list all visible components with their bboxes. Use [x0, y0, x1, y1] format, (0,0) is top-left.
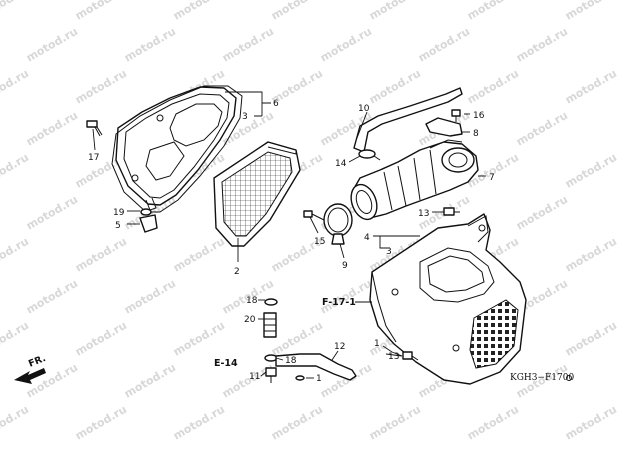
- watermark-text: motod.ru: [24, 193, 80, 233]
- watermark-text: motod.ru: [24, 25, 80, 65]
- front-arrow: [14, 368, 46, 384]
- watermark-text: motod.ru: [367, 0, 423, 23]
- watermark-text: motod.ru: [0, 403, 31, 443]
- watermark-text: motod.ru: [171, 403, 227, 443]
- callout-5: 5: [115, 221, 121, 231]
- watermark-text: motod.ru: [171, 0, 227, 23]
- cover-gasket: [111, 85, 243, 213]
- drain-plug: [139, 214, 158, 233]
- screw: [86, 120, 103, 137]
- watermark-text: motod.ru: [73, 319, 129, 359]
- watermark-text: motod.ru: [269, 319, 325, 359]
- watermark-text: motod.ru: [367, 67, 423, 107]
- watermark-text: motod.ru: [0, 319, 31, 359]
- callout-17: 17: [88, 153, 99, 163]
- watermark-text: motod.ru: [563, 403, 619, 443]
- callout-13-upper: 13: [418, 209, 429, 219]
- drain-tube: [275, 353, 357, 381]
- callout-8: 8: [473, 129, 479, 139]
- watermark-text: motod.ru: [563, 235, 619, 275]
- callout-20: 20: [244, 315, 256, 325]
- callout-14: 14: [335, 159, 347, 169]
- watermark-text: motod.ru: [465, 0, 521, 23]
- bolt: [451, 109, 461, 122]
- watermark-text: motod.ru: [122, 25, 178, 65]
- callout-labels: 6 3 17 19 5 2 10 16 8 7 14 13 15 9 4 3 1…: [88, 99, 495, 384]
- watermark-text: motod.ru: [73, 235, 129, 275]
- engine-reference: E-14: [214, 358, 238, 369]
- watermark-text: motod.ru: [563, 0, 619, 23]
- callout-16: 16: [473, 111, 485, 121]
- watermark-text: motod.ru: [171, 235, 227, 275]
- air-filter-element: [213, 141, 301, 247]
- watermark-text: motod.ru: [0, 151, 31, 191]
- watermark-text: motod.ru: [465, 67, 521, 107]
- tube-clamp: [358, 149, 381, 161]
- air-cleaner-cover: [115, 86, 237, 211]
- watermark-text: motod.ru: [563, 67, 619, 107]
- watermark-text: motod.ru: [0, 235, 31, 275]
- clamp-band: [323, 203, 353, 245]
- watermark-text: motod.ru: [0, 0, 31, 23]
- callout-3-case: 3: [386, 247, 392, 257]
- watermark-text: motod.ru: [563, 151, 619, 191]
- callout-13-lower: 13: [388, 352, 399, 362]
- callout-11: 11: [249, 372, 260, 382]
- watermark-text: motod.ru: [367, 403, 423, 443]
- callout-3-cover: 3: [242, 112, 248, 122]
- code-circle-mark: [566, 375, 572, 381]
- watermark-text: motod.ru: [514, 193, 570, 233]
- callout-18-upper: 18: [246, 296, 258, 306]
- air-cleaner-connecting-tube: [350, 139, 479, 221]
- breather-tube: [353, 87, 463, 153]
- mounting-bracket: [425, 117, 463, 137]
- callout-1-drain: 1: [316, 374, 322, 384]
- callout-18-lower: 18: [285, 356, 297, 366]
- watermark-text: motod.ru: [269, 403, 325, 443]
- direction-label: FR.: [27, 353, 47, 370]
- watermark-text: motod.ru: [122, 361, 178, 401]
- watermark-text: motod.ru: [171, 319, 227, 359]
- band-screw: [303, 210, 325, 221]
- callout-6: 6: [273, 99, 279, 109]
- watermark-text: motod.ru: [563, 319, 619, 359]
- watermark-text: motod.ru: [24, 109, 80, 149]
- watermark-text: motod.ru: [318, 25, 374, 65]
- watermark-text: motod.ru: [465, 403, 521, 443]
- watermark-text: motod.ru: [24, 277, 80, 317]
- watermark-text: motod.ru: [269, 0, 325, 23]
- watermark-text: motod.ru: [122, 277, 178, 317]
- watermark-text: motod.ru: [514, 109, 570, 149]
- callout-10: 10: [358, 104, 370, 114]
- frame-reference: F-17-1: [322, 297, 356, 308]
- callout-4: 4: [364, 233, 370, 243]
- lower-case-bolt: [402, 351, 419, 361]
- watermark-text: motod.ru: [73, 0, 129, 23]
- diagram-code: KGH3−F1700: [510, 373, 574, 383]
- leader-lines: [92, 91, 486, 379]
- callout-7: 7: [489, 173, 495, 183]
- case-bolt: [443, 207, 460, 216]
- watermark-text: motod.ru: [0, 67, 31, 107]
- callout-15: 15: [314, 237, 325, 247]
- callout-19: 19: [113, 208, 125, 218]
- callout-2: 2: [234, 267, 240, 277]
- watermark-text: motod.ru: [416, 25, 472, 65]
- callout-12: 12: [334, 342, 345, 352]
- watermark-text: motod.ru: [73, 67, 129, 107]
- air-cleaner-case: [369, 213, 527, 385]
- callout-9: 9: [342, 261, 348, 271]
- callout-1-case: 1: [374, 339, 380, 349]
- o-ring: [140, 208, 152, 216]
- watermark-text: motod.ru: [73, 403, 129, 443]
- watermark-text: motod.ru: [514, 25, 570, 65]
- drain-tube-assembly: [263, 298, 305, 383]
- watermark-text: motod.ru: [220, 25, 276, 65]
